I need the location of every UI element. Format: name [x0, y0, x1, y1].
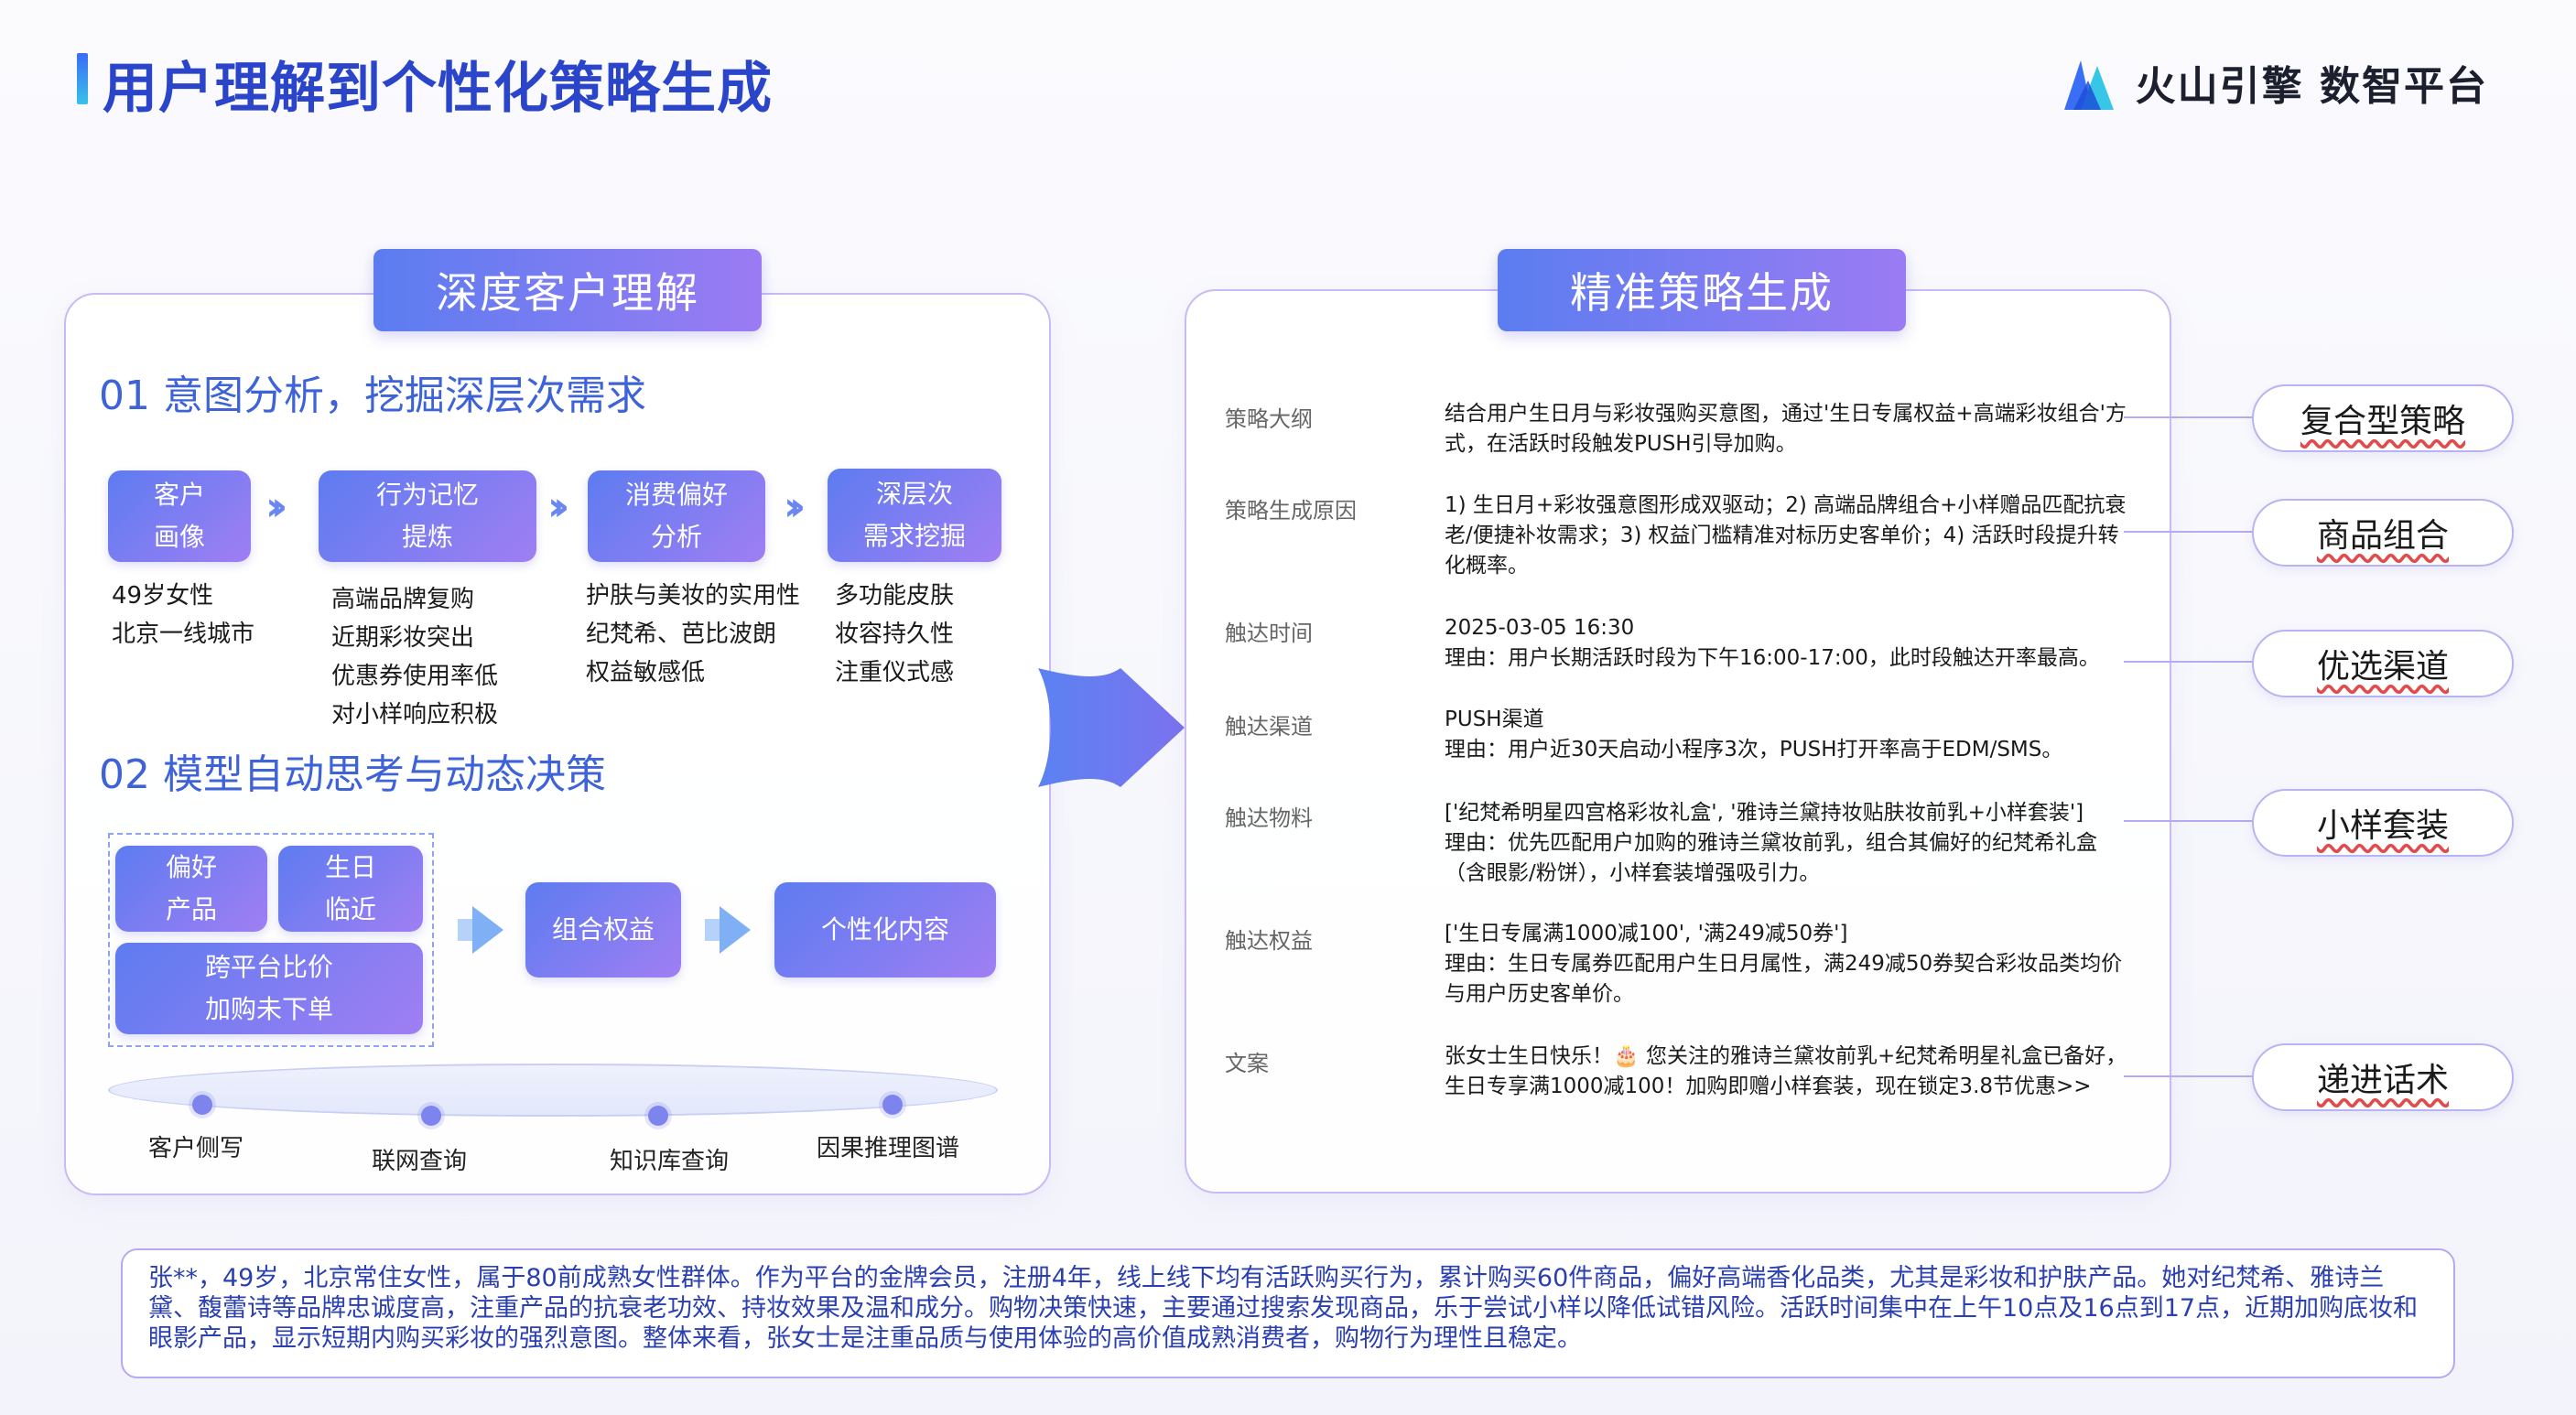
section-intent-title: 01 意图分析，挖掘深层次需求 [99, 373, 646, 419]
left-panel-title: 深度客户理解 [373, 249, 762, 331]
tag-sample-set: 小样套装 [2252, 789, 2514, 857]
customer-profile-tags: 49岁女性 北京一线城市 [112, 582, 255, 648]
brand-logo: 火山引擎 数智平台 [2061, 53, 2488, 112]
source-knowledge-base: 知识库查询 [610, 1148, 730, 1175]
row-label-reason: 策略生成原因 [1225, 498, 1357, 524]
connector-line [2124, 661, 2254, 663]
chevron-right-icon: ›› [784, 483, 806, 530]
row-label-time: 触达时间 [1225, 621, 1313, 646]
deep-needs-tags: 多功能皮肤 妆容持久性 注重仪式感 [835, 582, 955, 686]
row-text-copy: 张女士生日快乐！🎂 您关注的雅诗兰黛妆前乳+纪梵希明星礼盒已备好，生日专享满10… [1445, 1044, 2127, 1098]
row-text-channel: PUSH渠道理由：用户近30天启动小程序3次，PUSH打开率高于EDM/SMS。 [1445, 708, 2063, 762]
source-dot [648, 1106, 668, 1126]
source-causal-graph: 因果推理图谱 [817, 1135, 960, 1162]
arrow-right-icon [458, 906, 503, 954]
factor-preference-product: 偏好产品 [115, 846, 267, 932]
factor-birthday-approaching: 生日临近 [278, 846, 423, 932]
source-dot [882, 1095, 903, 1115]
source-customer-profile: 客户侧写 [148, 1135, 244, 1162]
row-text-benefits: ['生日专属满1000减100', '满249减50券']理由：生日专属券匹配用… [1445, 922, 2123, 1006]
section-model-decision-title: 02 模型自动思考与动态决策 [99, 751, 606, 798]
output-personalized-content: 个性化内容 [774, 882, 996, 978]
row-label-outline: 策略大纲 [1225, 406, 1313, 432]
tag-preferred-channel: 优选渠道 [2252, 630, 2514, 697]
customer-summary-text: 张**，49岁，北京常住女性，属于80前成熟女性群体。作为平台的金牌会员，注册4… [148, 1264, 2419, 1353]
arrow-right-icon [705, 906, 751, 954]
row-label-channel: 触达渠道 [1225, 714, 1313, 740]
volcano-logo-icon [2063, 60, 2114, 110]
knowledge-platform-ellipse [108, 1064, 998, 1117]
tag-progressive-script: 递进话术 [2252, 1043, 2514, 1111]
step-customer-profile: 客户画像 [108, 470, 251, 562]
customer-summary-box: 张**，49岁，北京常住女性，属于80前成熟女性群体。作为平台的金牌会员，注册4… [121, 1248, 2455, 1378]
row-label-material: 触达物料 [1225, 805, 1313, 831]
connector-line [2124, 531, 2254, 533]
behavior-memory-tags: 高端品牌复购 近期彩妆突出 优惠券使用率低 对小样响应积极 [331, 586, 499, 729]
page-title: 用户理解到个性化策略生成 [103, 57, 773, 121]
title-accent-bar [77, 53, 88, 104]
brand-name: 火山引擎 数智平台 [2135, 63, 2488, 110]
chevron-right-icon: ›› [265, 483, 288, 530]
source-dot [421, 1106, 441, 1126]
row-label-benefits: 触达权益 [1225, 928, 1313, 954]
right-panel [1185, 289, 2171, 1194]
step-deep-needs: 深层次需求挖掘 [828, 469, 1001, 562]
flow-arrow-icon [1038, 668, 1185, 787]
tag-product-combination: 商品组合 [2252, 499, 2514, 567]
connector-line [2124, 1075, 2254, 1077]
step-consumption-preference: 消费偏好分析 [588, 470, 765, 562]
right-panel-title: 精准策略生成 [1498, 249, 1906, 331]
factor-group-box [108, 833, 434, 1047]
connector-line [2124, 820, 2254, 822]
source-dot [192, 1095, 212, 1115]
source-web-search: 联网查询 [372, 1148, 468, 1175]
consumption-preference-tags: 护肤与美妆的实用性 纪梵希、芭比波朗 权益敏感低 [586, 582, 801, 686]
row-label-copy: 文案 [1225, 1051, 1269, 1076]
left-panel [64, 293, 1051, 1195]
factor-cross-platform-cart: 跨平台比价加购未下单 [115, 943, 423, 1034]
step-behavior-memory: 行为记忆提炼 [319, 470, 536, 562]
output-combined-benefits: 组合权益 [525, 882, 681, 978]
row-text-material: ['纪梵希明星四宫格彩妆礼盒', '雅诗兰黛持妆贴肤妆前乳+小样套装']理由：优… [1445, 801, 2097, 885]
connector-line [2124, 416, 2254, 418]
row-text-reason: 1) 生日月+彩妆强意图形成双驱动；2) 高端品牌组合+小样赠品匹配抗衰老/便捷… [1445, 493, 2127, 578]
row-text-outline: 结合用户生日月与彩妆强购买意图，通过'生日专属权益+高端彩妆组合'方式，在活跃时… [1445, 402, 2127, 456]
tag-composite-strategy: 复合型策略 [2252, 384, 2514, 452]
chevron-right-icon: ›› [547, 483, 570, 530]
